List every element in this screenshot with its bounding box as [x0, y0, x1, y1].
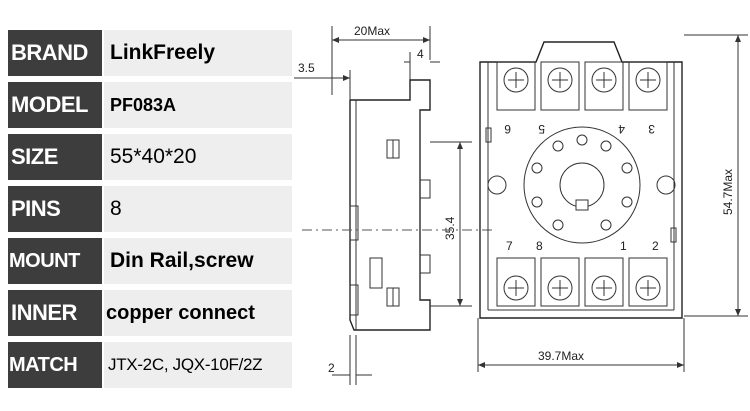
- spec-row-size: SIZE 55*40*20: [8, 134, 292, 180]
- spec-value-mount: Din Rail,screw: [104, 238, 292, 284]
- spec-label-pins: PINS: [8, 186, 102, 232]
- spec-label-size: SIZE: [8, 134, 102, 180]
- spec-row-match: MATCH JTX-2C, JQX-10F/2Z: [8, 342, 292, 388]
- dim-bottom-step: 2: [328, 361, 335, 375]
- pin-label-4: 4: [618, 122, 625, 136]
- spec-value-brand: LinkFreely: [104, 30, 292, 76]
- spec-value-match: JTX-2C, JQX-10F/2Z: [104, 342, 292, 388]
- spec-value-pins: 8: [104, 186, 292, 232]
- dim-depth-max: 20Max: [354, 24, 390, 38]
- dim-height-max: 54.7Max: [721, 169, 735, 215]
- spec-row-inner: INNER copper connect: [8, 290, 292, 336]
- top-terminals: [496, 61, 668, 111]
- side-view: 20Max 4 3.5 35.4: [294, 24, 492, 385]
- spec-value-model: PF083A: [104, 82, 292, 128]
- spec-row-pins: PINS 8: [8, 186, 292, 232]
- spec-label-brand: BRAND: [8, 30, 102, 76]
- dim-top-step: 4: [417, 47, 424, 61]
- pin-label-8: 8: [536, 239, 543, 253]
- spec-label-mount: MOUNT: [8, 238, 102, 284]
- bottom-terminals: [496, 257, 668, 307]
- dim-pin-height: 35.4: [443, 216, 457, 240]
- spec-label-inner: INNER: [8, 290, 102, 336]
- relay-socket-drawing: 20Max 4 3.5 35.4: [294, 24, 748, 385]
- spec-label-match: MATCH: [8, 342, 102, 388]
- dim-width-max: 39.7Max: [538, 349, 584, 363]
- pin-label-5: 5: [538, 122, 545, 136]
- spec-row-brand: BRAND LinkFreely: [8, 30, 292, 76]
- dim-left-step: 3.5: [298, 61, 315, 75]
- spec-value-size: 55*40*20: [104, 134, 292, 180]
- pin-label-6: 6: [504, 122, 511, 136]
- pin-label-1: 1: [620, 239, 627, 253]
- spec-row-model: MODEL PF083A: [8, 82, 292, 128]
- pin-label-2: 2: [652, 239, 659, 253]
- pin-label-3: 3: [648, 122, 655, 136]
- spec-value-inner: copper connect: [104, 290, 292, 336]
- spec-label-model: MODEL: [8, 82, 102, 128]
- front-view: 54.7Max 39.7Max: [477, 34, 748, 372]
- spec-row-mount: MOUNT Din Rail,screw: [8, 238, 292, 284]
- octal-socket: [487, 126, 676, 244]
- pin-label-7: 7: [506, 239, 513, 253]
